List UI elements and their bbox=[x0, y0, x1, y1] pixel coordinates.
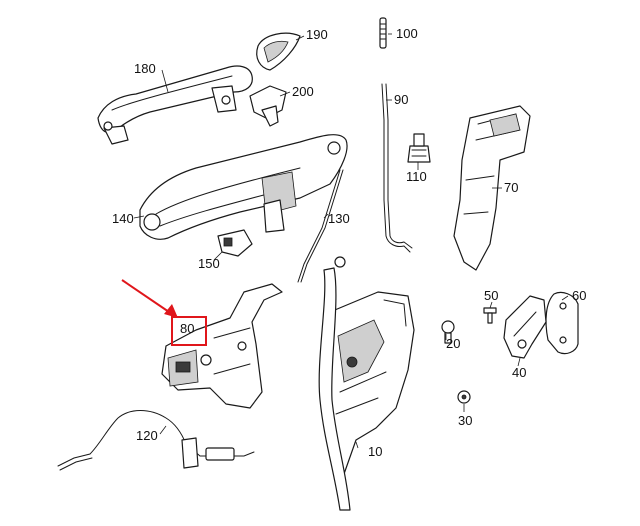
part-130-rod[interactable] bbox=[297, 169, 344, 283]
part-40-striker[interactable] bbox=[503, 295, 547, 359]
label-90: 90 bbox=[394, 92, 409, 107]
part-180-door-handle[interactable] bbox=[97, 65, 253, 145]
part-60-striker-plate[interactable] bbox=[545, 291, 579, 355]
part-150-lever[interactable] bbox=[217, 229, 253, 257]
leader-lines bbox=[133, 33, 569, 449]
label-80: 80 bbox=[180, 321, 195, 336]
label-130: 130 bbox=[328, 211, 350, 226]
label-30: 30 bbox=[458, 413, 473, 428]
label-20: 20 bbox=[446, 336, 461, 351]
part-20-screw[interactable] bbox=[441, 320, 455, 344]
red-pointer-arrow bbox=[121, 279, 178, 318]
part-120-cable[interactable] bbox=[57, 410, 255, 471]
part-10-door-lock[interactable] bbox=[318, 256, 415, 511]
label-120: 120 bbox=[136, 428, 158, 443]
part-100-pin[interactable] bbox=[379, 17, 387, 49]
part-30-screw[interactable] bbox=[457, 390, 471, 404]
highlight-box-80[interactable] bbox=[171, 316, 207, 346]
label-150: 150 bbox=[198, 256, 220, 271]
label-190: 190 bbox=[306, 27, 328, 42]
label-50: 50 bbox=[484, 288, 499, 303]
label-200: 200 bbox=[292, 84, 314, 99]
label-110: 110 bbox=[406, 169, 427, 184]
part-90-rod[interactable] bbox=[381, 83, 413, 253]
part-80-bracket[interactable] bbox=[161, 283, 283, 409]
label-180: 180 bbox=[134, 61, 156, 76]
part-140-handle-carrier[interactable] bbox=[139, 134, 348, 240]
label-70: 70 bbox=[504, 180, 519, 195]
label-40: 40 bbox=[512, 365, 527, 380]
part-110-bushing[interactable] bbox=[407, 133, 431, 163]
part-190-handle-cap[interactable] bbox=[256, 32, 301, 71]
label-100: 100 bbox=[396, 26, 418, 41]
label-140: 140 bbox=[112, 211, 134, 226]
label-60: 60 bbox=[572, 288, 587, 303]
part-50-screw[interactable] bbox=[483, 307, 497, 324]
part-200-clip[interactable] bbox=[249, 85, 287, 127]
label-10: 10 bbox=[368, 444, 383, 459]
